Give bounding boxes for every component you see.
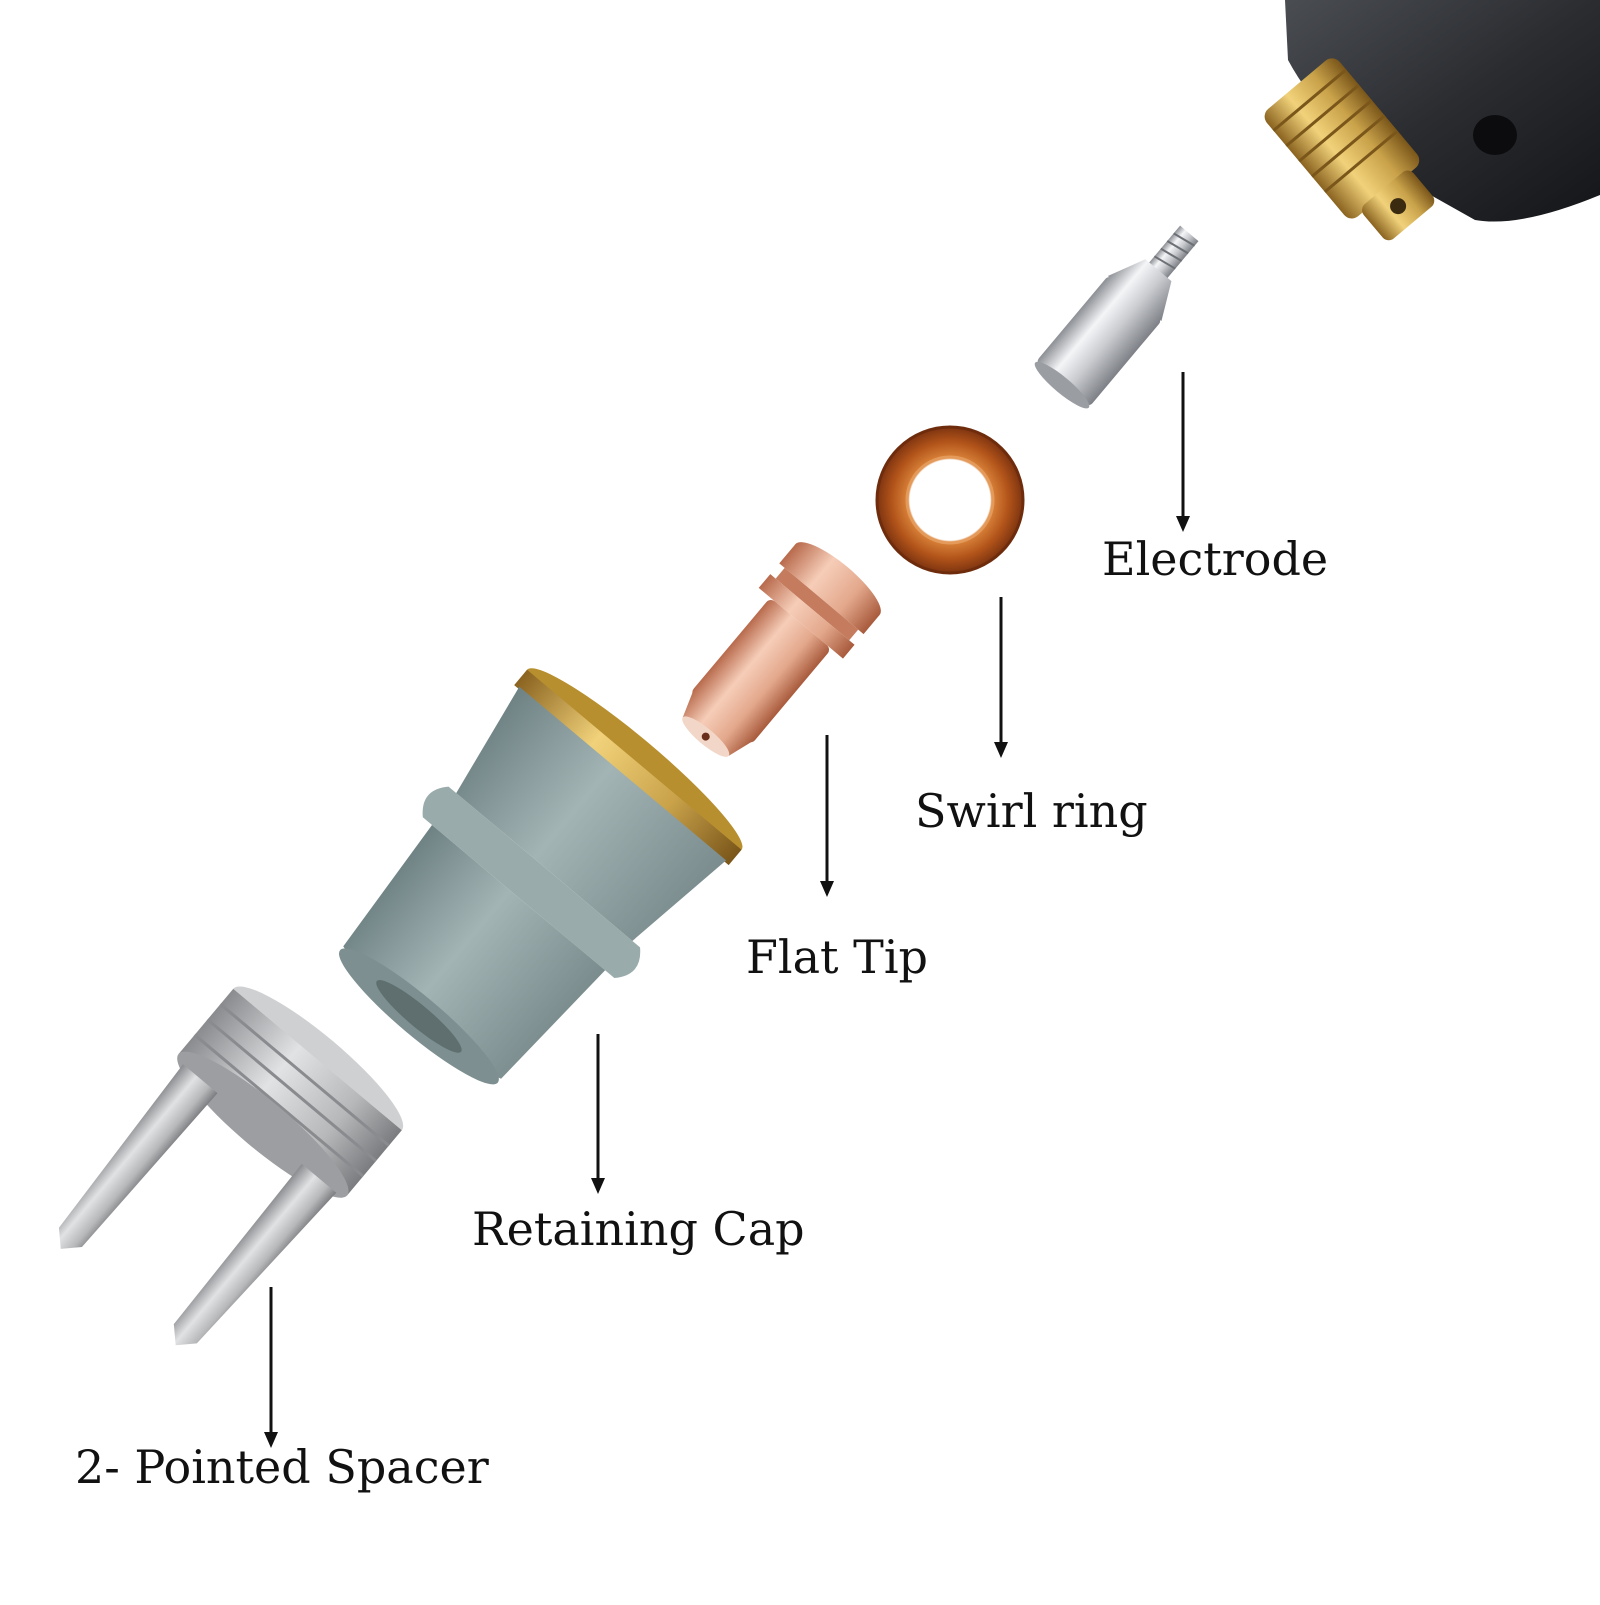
electrode-part <box>1034 225 1199 409</box>
swirl-ring-label: Swirl ring <box>915 784 1148 838</box>
retaining-cap-label: Retaining Cap <box>472 1202 805 1256</box>
swirl-ring-arrow <box>994 597 1008 758</box>
spacer-arrow <box>264 1287 278 1448</box>
flat-tip-arrow <box>820 735 834 897</box>
swirl-ring-part <box>875 425 1025 575</box>
electrode-arrow <box>1176 372 1190 532</box>
flat-tip-label: Flat Tip <box>746 930 929 984</box>
electrode-label: Electrode <box>1102 532 1329 586</box>
torch-thread <box>1264 58 1435 241</box>
spacer-label: 2- Pointed Spacer <box>75 1440 489 1494</box>
leader-lines <box>264 372 1190 1448</box>
flat-tip-part <box>682 542 881 757</box>
spacer-part <box>58 986 404 1346</box>
torch-head <box>1264 0 1600 241</box>
retaining-cap-part <box>338 668 743 1085</box>
retaining-cap-arrow <box>591 1034 605 1194</box>
